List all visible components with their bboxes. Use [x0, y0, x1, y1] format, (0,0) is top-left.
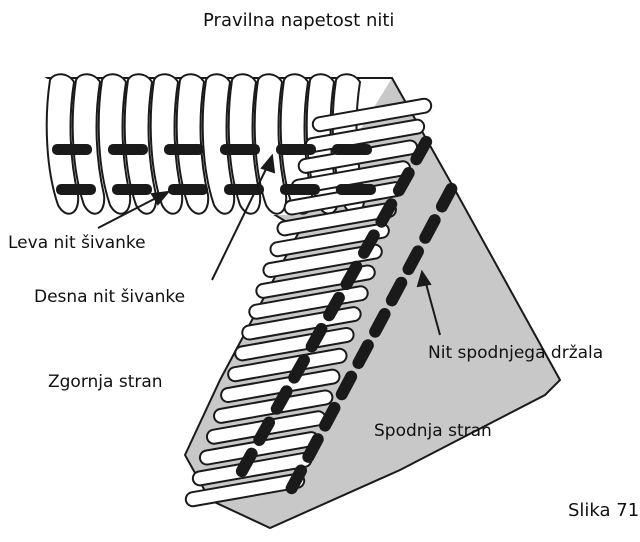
needle-stitch [352, 339, 374, 369]
label-left-needle-thread: Leva nit šivanke [8, 233, 146, 253]
label-bottom-side: Spodnja stran [374, 421, 492, 441]
needle-stitch [340, 260, 363, 291]
needle-stitch [332, 144, 372, 155]
needle-stitch [108, 144, 148, 155]
needle-stitch [276, 144, 316, 155]
needle-stitch [52, 144, 92, 155]
looper-loop [262, 243, 383, 279]
arrow-right-needle-head [260, 153, 276, 174]
needle-stitch [369, 308, 391, 338]
arrow-left-needle-head [150, 190, 171, 206]
diagram-title: Pravilna napetost niti [203, 10, 395, 31]
thread-loop [45, 73, 80, 215]
looper-loop [255, 264, 376, 299]
figure-caption: Slika 71 [568, 500, 640, 521]
needle-stitch [235, 447, 258, 478]
looper-loop [184, 472, 306, 508]
label-looper-thread: Nit spodnjega držala [428, 343, 604, 363]
needle-stitch [305, 322, 328, 353]
arrow-right-needle-line [211, 164, 269, 281]
needle-stitch [323, 291, 345, 322]
needle-stitches [52, 135, 458, 495]
upper-thread-loops [45, 73, 366, 215]
needle-stitch [335, 370, 358, 401]
looper-loop [311, 97, 433, 133]
needle-stitch [402, 245, 424, 276]
label-right-needle-thread: Desna nit šivanke [34, 287, 186, 307]
needle-stitch [410, 135, 433, 166]
looper-loop [269, 222, 390, 258]
needle-stitch [336, 184, 376, 195]
thread-loop [97, 73, 132, 215]
needle-stitch [419, 214, 441, 244]
needle-stitch [385, 276, 408, 307]
needle-stitch [280, 184, 320, 195]
needle-stitch [435, 182, 458, 213]
needle-stitch [164, 144, 204, 155]
pointer-arrows [97, 153, 441, 336]
diagonal-thread-loops [184, 97, 433, 508]
needle-stitch [285, 464, 308, 495]
needle-stitch [358, 229, 380, 259]
needle-stitch [302, 433, 324, 463]
needle-stitch [288, 354, 310, 384]
arrow-left-needle-line [97, 195, 161, 229]
needle-stitch [112, 184, 152, 195]
needle-stitch [168, 184, 208, 195]
needle-stitch [220, 144, 260, 155]
needle-stitch [375, 198, 398, 228]
needle-stitch [319, 401, 341, 432]
needle-stitch [392, 167, 415, 197]
label-top-side: Zgornja stran [48, 372, 163, 392]
needle-stitch [270, 385, 293, 415]
looper-loop [276, 201, 397, 237]
arrow-looper-line [424, 279, 441, 336]
arrow-looper-head [416, 269, 432, 288]
looper-loop [227, 347, 348, 383]
thread-loop [201, 73, 236, 215]
needle-stitch [56, 184, 96, 195]
needle-stitch [253, 416, 276, 446]
thread-loop [149, 73, 184, 215]
